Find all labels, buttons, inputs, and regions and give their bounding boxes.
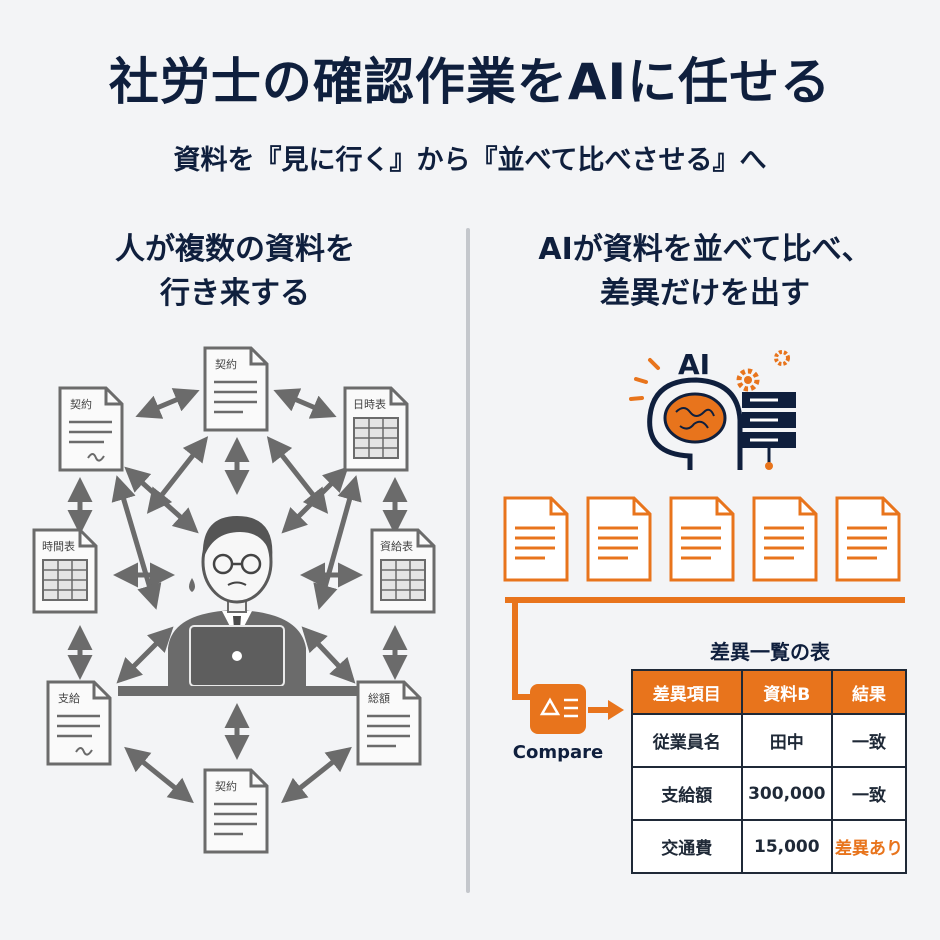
- doc-bottom-left-label: 支給: [58, 691, 80, 705]
- compare-icon: [530, 684, 586, 734]
- diff-cell-item: 従業員名: [631, 713, 743, 768]
- arrow-bottomleft-person: [116, 626, 174, 684]
- arrow-topleft-person: [124, 466, 199, 534]
- doc-bottom-left: 支給: [46, 680, 112, 766]
- diff-table-header-row: 差異項目 資料B 結果: [631, 669, 907, 715]
- orange-doc-4: [752, 496, 818, 582]
- diff-table: 差異項目 資料B 結果 従業員名 田中 一致 支給額 300,000 一致 交通…: [631, 669, 907, 874]
- arrow-top-diag-left: [146, 436, 209, 514]
- diff-cell-result: 一致: [831, 713, 907, 768]
- sweat-drop: [189, 578, 195, 592]
- page-subtitle: 資料を『見に行く』から『並べて比べさせる』へ: [173, 145, 767, 176]
- page-title: 社労士の確認作業をAIに任せる: [108, 53, 832, 111]
- server-icon: [742, 392, 796, 470]
- diff-cell-item: 支給額: [631, 766, 743, 821]
- table-row: 従業員名 田中 一致: [631, 713, 907, 768]
- diff-header-doc-b: 資料B: [740, 669, 834, 715]
- doc-top: 契約: [203, 346, 269, 432]
- arrow-bottomright-bottom: [281, 746, 352, 804]
- doc-mid-left: 時間表: [32, 528, 98, 614]
- person-mouth: [227, 581, 247, 586]
- diff-cell-result-mismatch: 差異あり: [831, 819, 907, 874]
- left-heading-line1: 人が複数の資料を: [115, 232, 355, 267]
- arrow-long-left: [111, 475, 162, 610]
- doc-top-label: 契約: [215, 357, 237, 371]
- arrow-long-right: [313, 475, 362, 610]
- orange-doc-2: [586, 496, 652, 582]
- left-heading-line2: 行き来する: [160, 276, 310, 311]
- doc-top-right: 日時表: [343, 386, 409, 472]
- orange-doc-5: [835, 496, 901, 582]
- doc-top-left-label: 契約: [70, 397, 92, 411]
- orange-document-row: [503, 496, 901, 582]
- gear-icon: [736, 368, 760, 392]
- doc-bottom-label: 契約: [215, 779, 237, 793]
- left-heading: 人が複数の資料を 行き来する: [20, 228, 450, 316]
- orange-doc-3: [669, 496, 735, 582]
- doc-bottom-right: 総額: [356, 680, 422, 766]
- arrow-bottomleft-bottom: [124, 746, 194, 804]
- arrow-top-topleft: [135, 388, 200, 419]
- right-heading-line1: AIが資料を並べて比べ、: [538, 232, 872, 267]
- diff-table-caption: 差異一覧の表: [710, 640, 830, 664]
- cross-arrows: [67, 388, 408, 804]
- person-hair: [202, 516, 273, 560]
- ai-label: AI: [678, 348, 710, 381]
- head-silhouette: [647, 377, 743, 470]
- ai-compare-illustration: AI: [503, 348, 905, 734]
- diff-cell-doc-b: 300,000: [740, 766, 834, 821]
- doc-bottom-right-label: 総額: [368, 691, 390, 705]
- laptop-logo: [232, 651, 242, 661]
- diff-header-item: 差異項目: [631, 669, 743, 715]
- gear-small-icon: [774, 350, 790, 366]
- doc-mid-right-label: 資給表: [380, 539, 413, 553]
- diff-cell-doc-b: 15,000: [740, 819, 834, 874]
- table-row: 支給額 300,000 一致: [631, 766, 907, 821]
- right-heading: AIが資料を並べて比べ、 差異だけを出す: [480, 228, 930, 316]
- desk: [118, 686, 358, 696]
- diff-header-result: 結果: [831, 669, 907, 715]
- center-divider: [466, 228, 470, 893]
- arrow-top-topright: [273, 388, 337, 419]
- worried-person: [118, 516, 358, 696]
- doc-bottom: 契約: [203, 768, 269, 854]
- flow-line: [505, 597, 905, 713]
- brain: [663, 392, 727, 444]
- arrow-top-diag-right: [266, 436, 329, 514]
- diff-cell-result: 一致: [831, 766, 907, 821]
- diff-cell-item: 交通費: [631, 819, 743, 874]
- table-row: 交通費 15,000 差異あり: [631, 819, 907, 874]
- flow-arrowhead: [608, 700, 624, 720]
- right-heading-line2: 差異だけを出す: [600, 276, 810, 311]
- doc-top-left: 契約: [58, 386, 124, 472]
- compare-label: Compare: [512, 742, 604, 763]
- manual-review-illustration: 契約 契約 日時表 時間表 資給表 支給 総額: [32, 346, 436, 854]
- arrow-bottomright-person: [301, 626, 356, 684]
- doc-mid-right: 資給表: [370, 528, 436, 614]
- doc-top-right-label: 日時表: [353, 397, 386, 411]
- diff-cell-doc-b: 田中: [740, 713, 834, 768]
- orange-doc-1: [503, 496, 569, 582]
- doc-mid-left-label: 時間表: [42, 539, 75, 553]
- ai-brain-icon: AI: [629, 348, 796, 470]
